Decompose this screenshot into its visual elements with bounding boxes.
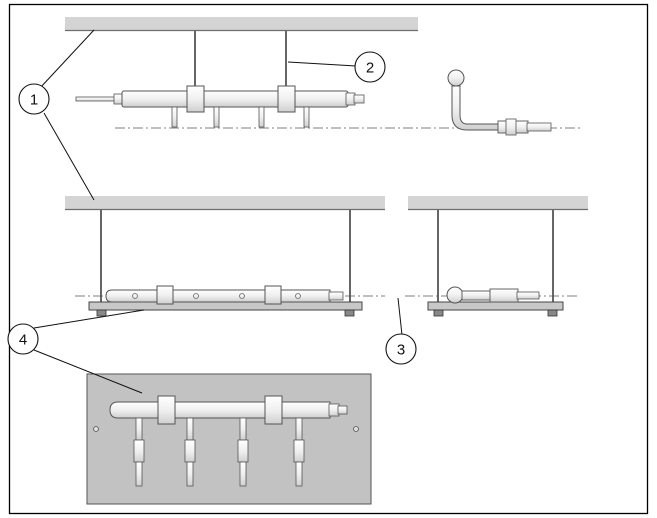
- callout-2: 2: [354, 51, 386, 83]
- screw-hole: [353, 426, 359, 432]
- callout-1-label: 1: [30, 92, 38, 109]
- callout-3-label: 3: [397, 342, 405, 359]
- mounting-plate-edge: [427, 301, 564, 311]
- manifold-pipe: [105, 289, 331, 303]
- manifold-pipe: [121, 90, 349, 108]
- ceiling-top: [65, 17, 418, 30]
- pipe-clamp: [277, 85, 296, 113]
- manifold-pipe: [109, 401, 331, 419]
- middle-left-view-group: [65, 196, 385, 317]
- pipe-clamp: [186, 85, 205, 113]
- pipe-clamp: [264, 395, 283, 425]
- leader-lines: [33, 29, 403, 394]
- mounting-plate: [86, 373, 372, 505]
- ceiling-middle-left: [65, 196, 385, 209]
- top-view-group: [65, 17, 580, 136]
- outlet-fittings: [133, 417, 305, 487]
- callout-2-label: 2: [366, 60, 374, 77]
- callout-4: 4: [7, 323, 39, 355]
- callout-4-label: 4: [19, 332, 27, 349]
- middle-right-view-group: [405, 196, 588, 317]
- side-view-pipe: [447, 69, 552, 136]
- mounting-plate-edge: [88, 301, 363, 311]
- bottom-view-group: [86, 373, 372, 505]
- callout-3: 3: [385, 333, 417, 365]
- ceiling-middle-right: [408, 196, 588, 209]
- screw-hole: [93, 426, 99, 432]
- pipe-clamp: [157, 395, 176, 425]
- callout-1: 1: [18, 83, 50, 115]
